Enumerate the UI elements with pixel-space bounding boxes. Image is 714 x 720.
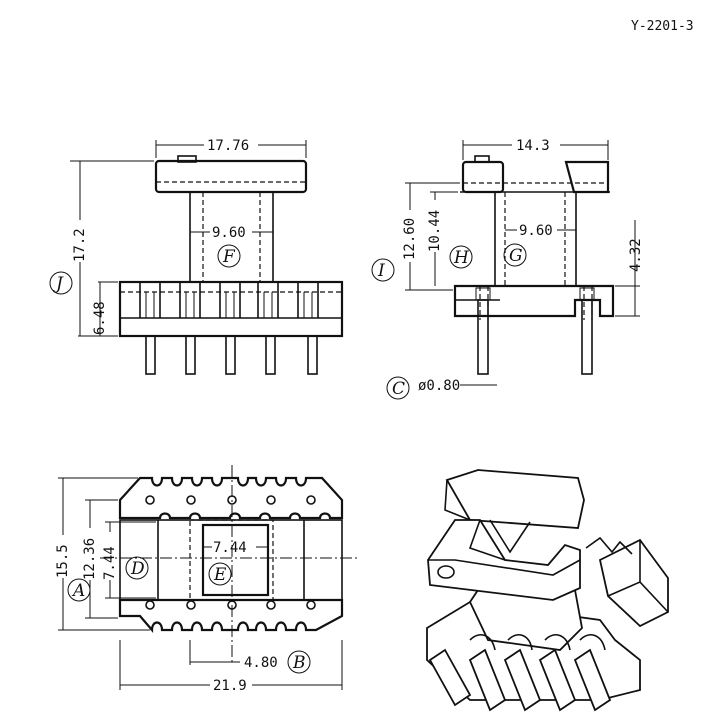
side-height-inner: 10.44 xyxy=(427,210,443,252)
front-pins xyxy=(145,335,318,375)
side-label-width: G xyxy=(509,246,523,266)
side-height-outer: 12.60 xyxy=(402,218,418,260)
side-pin-diameter: ø0.80 xyxy=(418,378,460,394)
front-view: 17.76 9.60 F 17.2 6.48 J xyxy=(49,138,344,375)
bottom-label-total: A xyxy=(71,581,85,601)
front-width-top: 17.76 xyxy=(207,138,249,154)
front-height-total: 17.2 xyxy=(72,228,88,262)
side-base-height: 4.32 xyxy=(628,238,644,272)
side-inner-width: 9.60 xyxy=(519,223,553,239)
front-label-inner: F xyxy=(222,247,236,267)
side-label-inner: H xyxy=(453,248,470,268)
bottom-label-pitch: B xyxy=(292,653,306,673)
bottom-pin-pitch: 4.80 xyxy=(244,655,278,671)
bottom-label-core-w: E xyxy=(213,565,227,585)
side-label-outer: I xyxy=(377,261,385,281)
isometric-view xyxy=(426,469,669,712)
front-slots xyxy=(139,282,319,318)
part-number: Y-2201-3 xyxy=(631,19,694,34)
bottom-width-total: 21.9 xyxy=(213,678,247,694)
bottom-view: 21.9 4.80 B 7.44 E 15.5 12.36 7.44 D A xyxy=(55,465,360,694)
side-label-pin: C xyxy=(392,379,405,399)
bottom-label-core-h: D xyxy=(130,559,145,579)
bottom-height-inner: 12.36 xyxy=(82,538,98,580)
front-base-height: 6.48 xyxy=(92,301,108,335)
iso-pins xyxy=(428,634,612,712)
side-width-top: 14.3 xyxy=(516,138,550,154)
bottom-height-total: 15.5 xyxy=(55,544,71,578)
front-label-total: J xyxy=(53,274,64,294)
bottom-core-height: 7.44 xyxy=(102,546,118,580)
side-view: 14.3 9.60 G 12.60 10.44 I H 4.32 ø0.80 C xyxy=(371,138,644,400)
front-inner-width: 9.60 xyxy=(212,225,246,241)
bottom-core-width: 7.44 xyxy=(213,540,247,556)
